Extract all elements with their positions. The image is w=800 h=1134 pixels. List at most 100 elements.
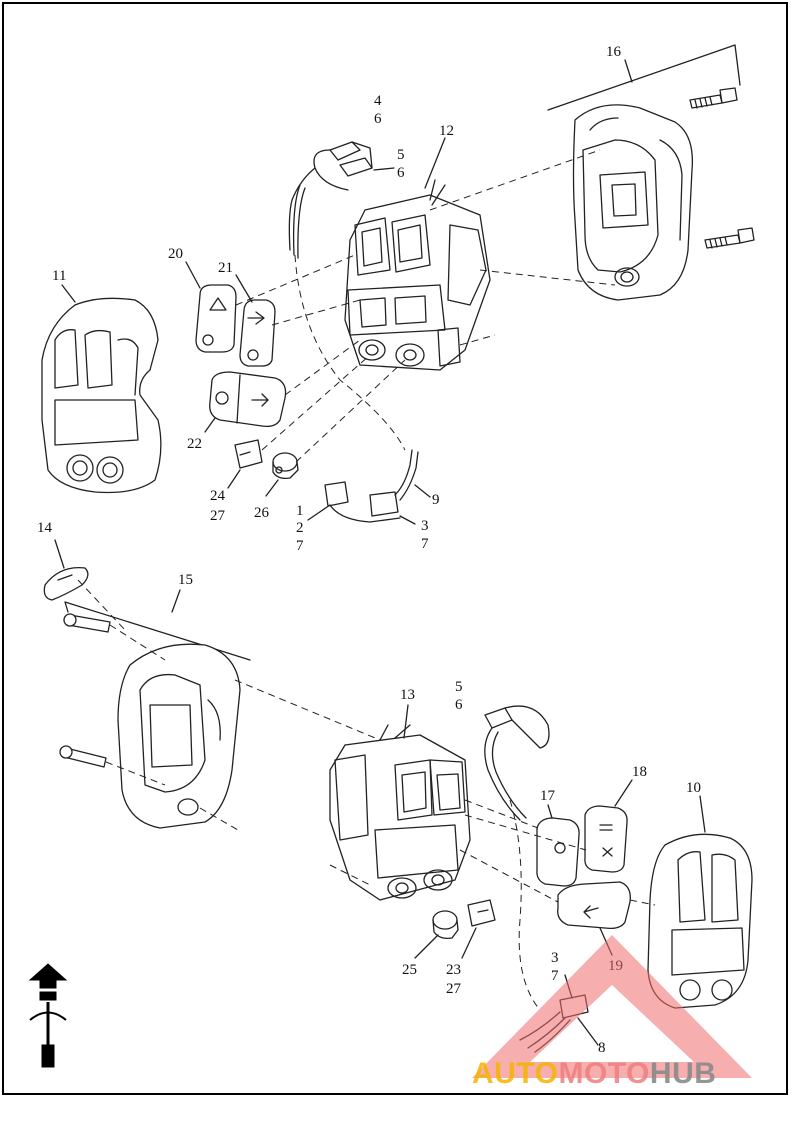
screw-upper — [689, 87, 738, 109]
bracket-16 — [547, 44, 741, 111]
svg-text:AUTOMOTOHUB: AUTOMOTOHUB — [472, 1057, 716, 1090]
callout-13: 13 — [400, 687, 415, 703]
front-arrow-icon — [28, 963, 68, 1068]
leader-5-6 — [373, 167, 395, 171]
leader-9 — [414, 484, 431, 498]
leader-26 — [265, 479, 279, 497]
callout-15: 15 — [178, 572, 193, 588]
callout-23: 23 — [446, 962, 461, 978]
dash-15-bottom — [199, 807, 239, 831]
callout-21: 21 — [218, 260, 233, 276]
callout-6b: 6 — [397, 165, 405, 181]
dash-13-left — [329, 864, 371, 886]
callout-27a: 27 — [210, 508, 226, 524]
leader-13 — [403, 704, 409, 739]
dash-21 — [271, 299, 361, 326]
callout-4: 4 — [374, 93, 382, 109]
watermark-moto: MOTO — [558, 1057, 649, 1090]
leader-18 — [614, 779, 633, 807]
button-21 — [239, 299, 276, 367]
dash-19 — [459, 849, 559, 903]
watermark-logo: AUTOMOTOHUB — [472, 935, 752, 1090]
leader-21 — [235, 274, 253, 303]
callout-22: 22 — [187, 436, 202, 452]
callout-12: 12 — [439, 123, 454, 139]
cap-25 — [432, 910, 459, 940]
dash-wire-lower — [509, 799, 541, 1011]
leader-10 — [699, 795, 706, 833]
watermark-hub: HUB — [650, 1057, 717, 1090]
leader-17 — [547, 804, 553, 819]
callout-6c: 6 — [455, 697, 463, 713]
housing-11 — [41, 297, 162, 494]
screw-lower-2 — [59, 745, 107, 768]
callout-3b: 3 — [551, 950, 559, 966]
cap-24 — [234, 439, 263, 469]
dash-15-screw — [109, 624, 166, 661]
callout-7b: 7 — [421, 536, 429, 552]
screw-lower — [704, 227, 755, 249]
callout-5b: 5 — [455, 679, 463, 695]
dash-15-screw2 — [105, 761, 166, 786]
housing-16 — [572, 104, 694, 301]
button-18 — [584, 805, 628, 873]
callout-24: 24 — [210, 488, 226, 504]
leader-25 — [414, 934, 439, 959]
callout-1: 1 — [296, 503, 304, 519]
cap-26 — [272, 452, 299, 480]
dash-wire-upper — [294, 254, 406, 451]
button-20-hazard — [195, 284, 237, 353]
dash-12-right — [459, 334, 496, 346]
housing-10 — [647, 833, 753, 1009]
dash-15-13 — [234, 679, 381, 741]
housing-15 — [117, 643, 241, 829]
dash-10 — [629, 899, 656, 906]
callout-18: 18 — [632, 764, 647, 780]
callout-3a: 3 — [421, 518, 429, 534]
callout-14: 14 — [37, 520, 53, 536]
callout-17: 17 — [540, 788, 556, 804]
callout-8: 8 — [598, 1040, 606, 1056]
callout-7c: 7 — [551, 968, 559, 984]
bracket-15 — [64, 601, 251, 661]
diagram-frame — [2, 2, 788, 1095]
button-22 — [209, 371, 287, 428]
callout-20: 20 — [168, 246, 183, 262]
switch-block-13 — [329, 724, 471, 901]
connector-4-5 — [288, 141, 373, 259]
dash-18 — [464, 814, 587, 851]
callout-11: 11 — [52, 268, 66, 284]
leader-12 — [424, 137, 446, 189]
leader-23 — [461, 927, 477, 959]
cap-23 — [467, 899, 496, 927]
button-19 — [557, 881, 631, 930]
callout-6a: 6 — [374, 111, 382, 127]
callout-25: 25 — [402, 962, 417, 978]
leader-16 — [624, 59, 633, 83]
dash-20 — [235, 254, 356, 306]
leader-20 — [185, 261, 201, 289]
dash-upper-16b — [479, 269, 616, 286]
leader-1 — [307, 504, 331, 521]
callout-16: 16 — [606, 44, 622, 60]
callout-5a: 5 — [397, 147, 405, 163]
part-14 — [43, 566, 89, 601]
callout-9: 9 — [432, 492, 440, 508]
leader-11 — [61, 284, 76, 303]
leader-24 — [227, 469, 241, 489]
callout-7a: 7 — [296, 538, 304, 554]
dash-17 — [464, 799, 539, 829]
watermark-auto: AUTO — [472, 1057, 558, 1090]
connector-5-6-lower — [484, 705, 550, 821]
leader-22 — [204, 417, 216, 433]
connectors-1-3 — [324, 449, 419, 523]
switch-block-12 — [344, 179, 491, 371]
leader-14 — [54, 539, 65, 569]
watermark-triangle — [472, 935, 752, 1078]
callout-2: 2 — [296, 520, 304, 536]
callout-27b: 27 — [446, 981, 462, 997]
callout-10: 10 — [686, 780, 701, 796]
screw-lower-1 — [63, 613, 111, 633]
button-17 — [536, 817, 580, 887]
